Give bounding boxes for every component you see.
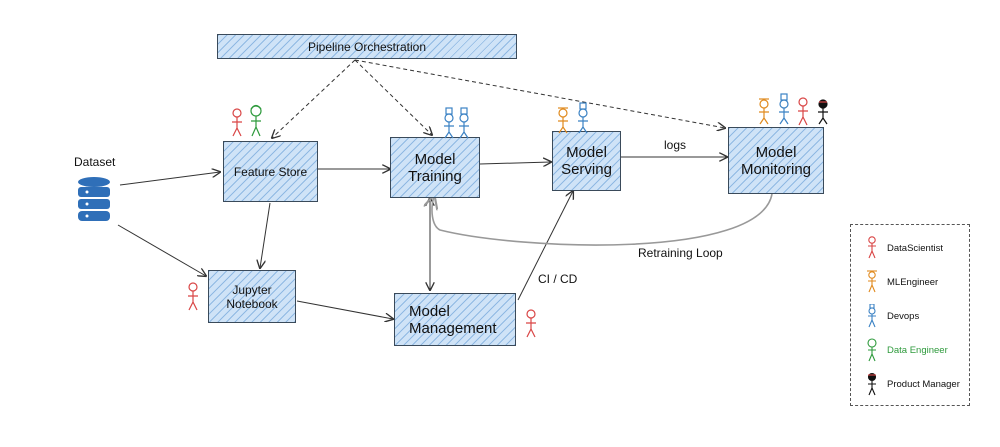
devops-figure [459,107,469,139]
model-management-box[interactable]: Model Management [394,293,516,346]
pipeline-orchestration-box[interactable]: Pipeline Orchestration [217,34,517,59]
arrow-retraining-loop [432,194,773,246]
legend-label: DataScientist [887,242,943,254]
arrow-pipeline-to-feature-store [272,59,356,138]
devops-figure [779,93,789,125]
ml-engineer-icon [867,270,877,293]
data-scientist-figure [188,282,198,311]
logs-label: logs [664,138,687,152]
model-serving-label: Model Serving [561,144,612,178]
ml-engineer-figure [759,98,769,125]
feature-store-box[interactable]: Feature Store [223,141,318,202]
data-engineer-figure [250,104,262,137]
data-scientist-icon [868,236,876,259]
arrow-dataset-to-feature-store [119,172,220,186]
legend-label: Product Manager [887,378,960,390]
legend-label: Data Engineer [887,344,948,356]
model-monitoring-box[interactable]: Model Monitoring [728,127,824,194]
legend-item-ml-engineer: MLEngineer [865,267,938,297]
retraining-loop-label: Retraining Loop [638,246,723,260]
model-monitoring-label: Model Monitoring [740,143,812,178]
model-management-label: Model Management [409,302,497,337]
devops-figure [444,107,454,139]
model-training-label: Model Training [408,150,462,185]
legend: DataScientist MLEngineer Devops Data Eng… [850,224,970,406]
data-scientist-figure [232,108,242,137]
dataset-label: Dataset [74,155,116,169]
legend-item-data-scientist: DataScientist [865,233,943,263]
devops-icon [868,304,876,328]
legend-item-data-engineer: Data Engineer [865,335,948,365]
database-icon [78,177,110,221]
feature-store-label: Feature Store [233,164,308,179]
model-serving-box[interactable]: Model Serving [552,131,621,191]
ci-cd-label: CI / CD [538,272,578,286]
ml-engineer-figure [558,107,568,134]
arrow-feature-store-to-jupyter [260,202,271,268]
jupyter-notebook-box[interactable]: Jupyter Notebook [208,270,296,323]
data-engineer-icon [867,338,877,362]
pipeline-orchestration-label: Pipeline Orchestration [307,39,427,54]
arrow-pipeline-to-training [354,59,432,135]
arrow-training-to-serving [479,162,551,164]
jupyter-notebook-label: Jupyter Notebook [226,282,278,311]
model-training-box[interactable]: Model Training [390,137,480,198]
product-manager-icon [867,372,877,396]
legend-item-product-manager: Product Manager [865,369,960,399]
legend-label: Devops [887,310,920,322]
legend-label: MLEngineer [887,276,939,288]
product-manager-figure [818,99,828,125]
arrow-jupyter-to-management [296,300,393,319]
data-scientist-figure [526,309,536,338]
arrow-dataset-to-jupyter [117,224,206,276]
devops-figure [578,102,588,134]
legend-item-devops: Devops [865,301,919,331]
arrow-management-to-serving [517,191,573,301]
data-scientist-figure [798,97,808,126]
